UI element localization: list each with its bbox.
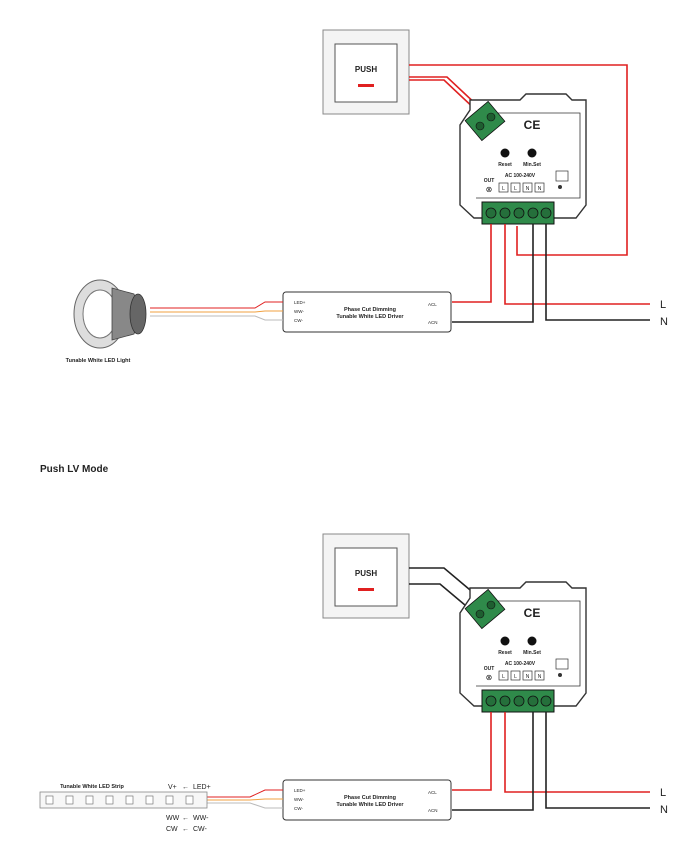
driver-subtitle: Tunable White LED Driver [336,314,404,320]
minset-label: Min.Set [523,650,541,656]
driver-pin-ww: WW- [294,309,304,314]
controller-module: CE Reset Min.Set AC 100-240V OUT ⊗ L L N… [459,93,587,225]
input-terminal-block [464,100,506,142]
terminal-label: N [538,674,542,680]
minset-button[interactable] [527,148,537,158]
strip-pin-labels: V+ ← LED+ WW ← WW- CW ← CW- [166,784,211,833]
push-switch: PUSH [322,29,410,115]
terminal-label: N [538,186,542,192]
minset-button[interactable] [527,636,537,646]
led-driver-2: Phase Cut Dimming Tunable White LED Driv… [282,779,452,821]
light-label: Tunable White LED Light [66,358,131,364]
antenna-icon [555,170,569,182]
strip-label: Tunable White LED Strip [60,784,124,790]
terminal-label: N [526,674,530,680]
terminal-label: L [502,186,505,192]
driver-pin-led: LED+ [294,300,306,305]
terminal-labels: L L N N [498,182,545,193]
driver-pin-acl: ACL [428,302,437,307]
arrow-icon: ← [182,815,189,822]
bottom-diagram: PUSH CE Reset Min.Set AC 100-240V OUT ⊗ [39,533,668,833]
driver-pin-acl: ACL [428,790,437,795]
strip-pin-ww: WW [166,815,180,822]
reset-button[interactable] [500,148,510,158]
reset-label: Reset [498,162,512,168]
arrow-icon: ← [182,826,189,833]
push-label: PUSH [355,569,377,578]
ac-label: AC 100-240V [505,661,536,667]
strip-pin-cwminus: CW- [193,826,208,833]
section-title: Push LV Mode [40,464,109,475]
terminal-label: N [526,186,530,192]
out-label: OUT [484,666,495,672]
driver-pin-acn: ACN [428,320,438,325]
ce-mark: CE [524,118,541,132]
output-terminal-block [481,201,555,225]
driver-title: Phase Cut Dimming [344,795,396,801]
push-indicator [358,588,374,591]
driver-pin-led: LED+ [294,788,306,793]
line-L-label: L [660,787,666,799]
driver-title: Phase Cut Dimming [344,307,396,313]
terminal-label: L [514,186,517,192]
line-N-label: N [660,804,668,816]
strip-pin-vplus: V+ [168,784,177,791]
output-terminal-block [481,689,555,713]
ground-icon [558,673,562,677]
terminal-labels: L L N N [498,670,545,681]
line-N-label: N [660,316,668,328]
tunable-white-light [73,279,147,349]
minset-label: Min.Set [523,162,541,168]
lamp-symbol-icon: ⊗ [486,673,493,682]
push-label: PUSH [355,65,377,74]
terminal-label: L [502,674,505,680]
line-L-label: L [660,299,666,311]
arrow-icon: ← [182,784,189,791]
out-label: OUT [484,178,495,184]
driver-pin-cw: CW- [294,806,303,811]
top-diagram: PUSH CE Reset Min.Set AC 100-240V OUT ⊗ [66,29,668,364]
ce-mark: CE [524,606,541,620]
reset-button[interactable] [500,636,510,646]
driver-subtitle: Tunable White LED Driver [336,802,404,808]
led-strip [39,791,208,809]
controller-module-2: CE Reset Min.Set AC 100-240V OUT ⊗ L L N… [459,581,587,713]
lamp-symbol-icon: ⊗ [486,185,493,194]
strip-pin-ledplus: LED+ [193,784,211,791]
strip-pin-wwminus: WW- [193,815,209,822]
ac-label: AC 100-240V [505,173,536,179]
driver-pin-acn: ACN [428,808,438,813]
ground-icon [558,185,562,189]
terminal-label: L [514,674,517,680]
driver-pin-cw: CW- [294,318,303,323]
reset-label: Reset [498,650,512,656]
push-indicator [358,84,374,87]
strip-pin-cw: CW [166,826,178,833]
driver-pin-ww: WW- [294,797,304,802]
push-switch-2: PUSH [322,533,410,619]
antenna-icon [555,658,569,670]
input-terminal-block [464,588,506,630]
led-driver: Phase Cut Dimming Tunable White LED Driv… [282,291,452,333]
